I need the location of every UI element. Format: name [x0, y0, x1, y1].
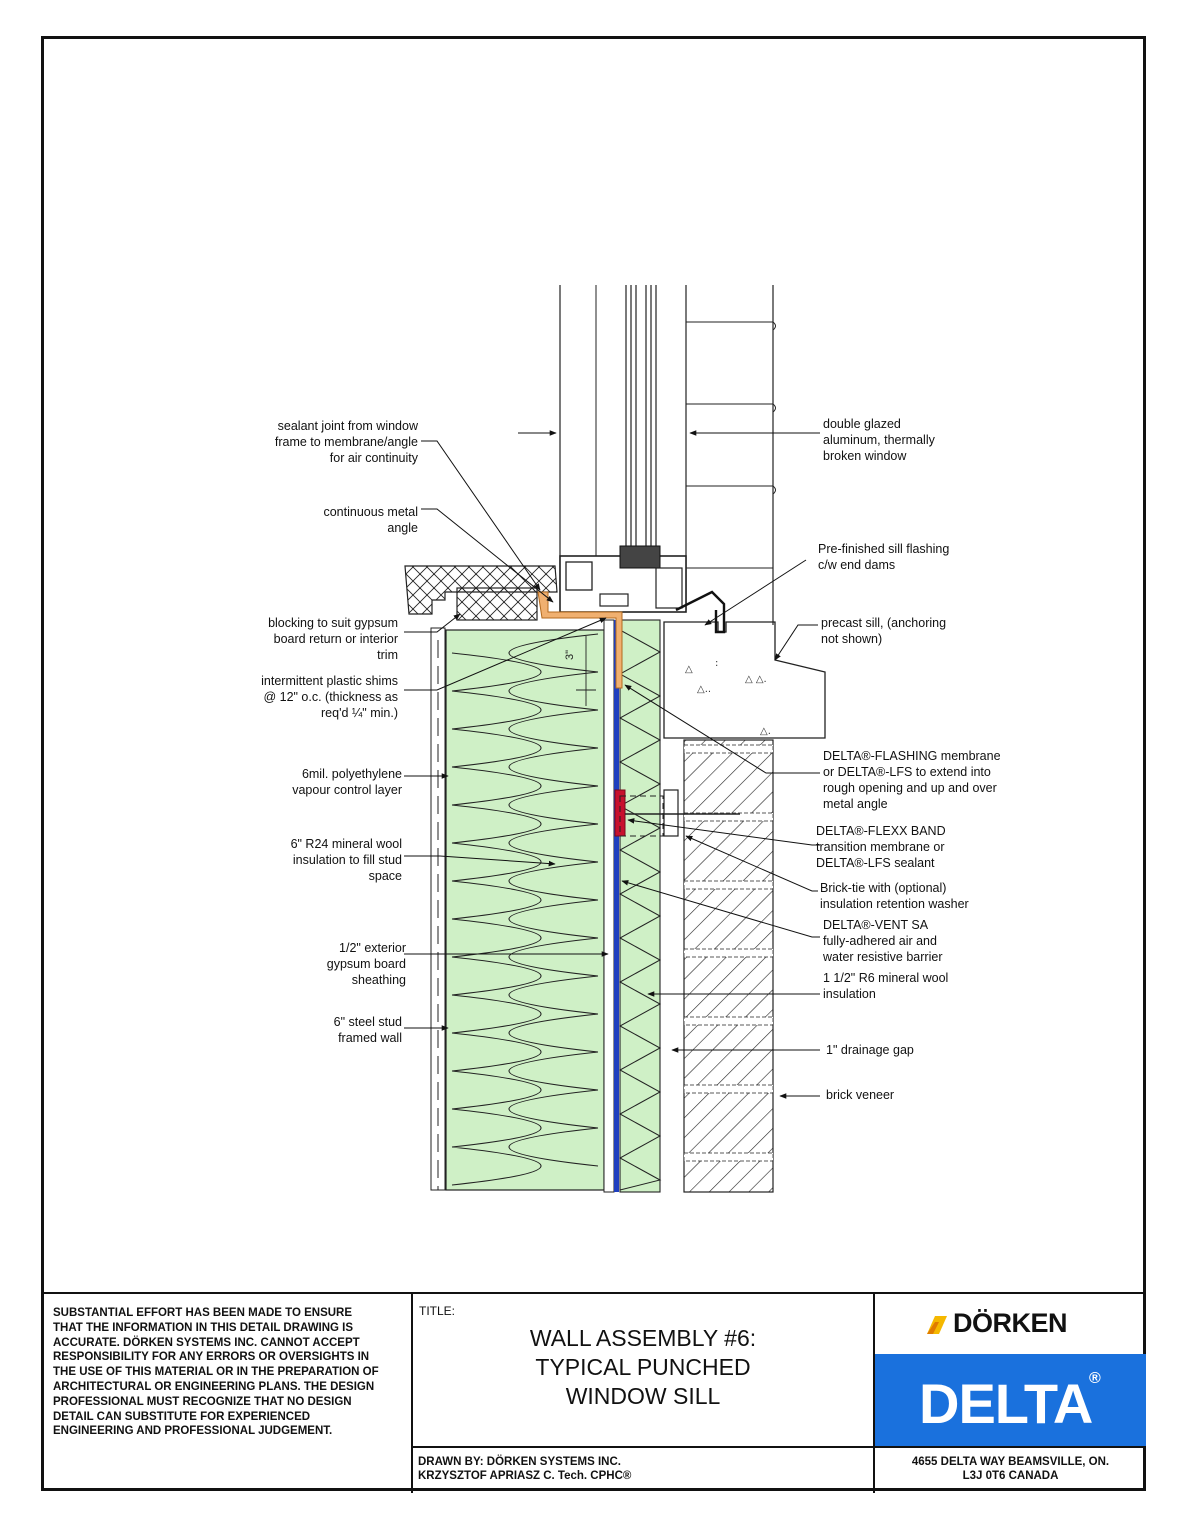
- svg-text:△.: △.: [760, 726, 771, 737]
- svg-text:△ △.: △ △.: [745, 674, 767, 685]
- brand-logo: DÖRKEN DELTA ®: [875, 1294, 1146, 1448]
- mortar-joint: [683, 1084, 774, 1094]
- flexx-band-and-brick-tie: [614, 789, 740, 837]
- mortar-joint: [683, 1152, 774, 1162]
- dimension-label: 3": [564, 650, 576, 660]
- mortar-joint: [683, 948, 774, 958]
- callout-gypsum-sheathing: 1/2" exterior gypsum board sheathing: [326, 941, 406, 987]
- title-caption: TITLE:: [419, 1304, 456, 1318]
- disclaimer-text: SUBSTANTIAL EFFORT HAS BEEN MADE TO ENSU…: [41, 1294, 413, 1493]
- sheathing-and-membrane: [603, 619, 619, 1193]
- exterior-mineral-wool: [618, 619, 662, 1193]
- sheet-border: [41, 36, 1146, 1491]
- precast-sill: △ △.. △ △. △. :: [663, 621, 826, 739]
- svg-text::: :: [715, 658, 718, 669]
- delta-logo-band: DELTA ®: [875, 1354, 1146, 1446]
- callout-delta-flashing: DELTA®-FLASHING membrane or DELTA®-LFS t…: [823, 749, 1001, 811]
- company-address: 4655 DELTA WAY BEAMSVILLE, ON. L3J 0T6 C…: [911, 1456, 1110, 1482]
- leader-lines: [404, 440, 820, 1099]
- registered-mark: ®: [1089, 1370, 1101, 1387]
- mortar-joint: [683, 744, 774, 754]
- callout-delta-vent: DELTA®-VENT SA fully-adhered air and wat…: [823, 918, 943, 964]
- delta-wordmark: DELTA: [919, 1372, 1093, 1435]
- svg-text:△..: △..: [697, 684, 711, 695]
- interior-stool: [404, 565, 558, 621]
- callout-mineral-wool-stud: 6" R24 mineral wool insulation to fill s…: [290, 837, 402, 883]
- window-frame: [559, 285, 687, 613]
- callout-metal-angle: continuous metal angle: [323, 505, 418, 535]
- svg-text:△: △: [685, 664, 693, 675]
- callout-precast-sill: precast sill, (anchoring not shown): [821, 616, 947, 646]
- callout-window: double glazed aluminum, thermally broken…: [823, 417, 935, 463]
- title-cell: TITLE: WALL ASSEMBLY #6: TYPICAL PUNCHED…: [413, 1294, 875, 1448]
- callout-mineral-wool-ext: 1 1/2" R6 mineral wool insulation: [823, 971, 949, 1001]
- callout-delta-flexx: DELTA®-FLEXX BAND transition membrane or…: [816, 824, 946, 870]
- callout-sealant-joint: sealant joint from window frame to membr…: [274, 419, 418, 465]
- drawn-by: DRAWN BY: DÖRKEN SYSTEMS INC. KRZYSZTOF …: [413, 1448, 875, 1493]
- dorken-logo: DÖRKEN: [875, 1294, 1146, 1354]
- sill-flashing: [675, 590, 726, 634]
- interior-drywall: [430, 627, 446, 1191]
- callout-brick-veneer: brick veneer: [826, 1088, 895, 1102]
- callout-plastic-shims: intermittent plastic shims @ 12" o.c. (t…: [261, 674, 398, 720]
- mortar-joint: [683, 1016, 774, 1026]
- callout-drainage-gap: 1" drainage gap: [826, 1043, 914, 1057]
- dimension-3in: 3": [564, 636, 596, 706]
- upper-wall: [686, 285, 776, 625]
- callout-brick-tie: Brick-tie with (optional) insulation ret…: [820, 881, 969, 911]
- callout-poly-vapour: 6mil. polyethylene vapour control layer: [292, 767, 402, 797]
- mortar-joint: [683, 812, 774, 822]
- dorken-mark-icon: [927, 1316, 947, 1334]
- mortar-joint: [683, 880, 774, 890]
- brick-veneer: [683, 739, 774, 1193]
- stud-cavity-insulation: [445, 629, 605, 1191]
- callout-sill-flashing: Pre-finished sill flashing c/w end dams: [818, 542, 950, 572]
- dorken-wordmark: DÖRKEN: [953, 1308, 1068, 1338]
- title-block: SUBSTANTIAL EFFORT HAS BEEN MADE TO ENSU…: [41, 1292, 1146, 1493]
- callout-steel-stud: 6" steel stud framed wall: [333, 1015, 402, 1045]
- callout-blocking: blocking to suit gypsum board return or …: [268, 616, 398, 662]
- drawing-title: WALL ASSEMBLY #6: TYPICAL PUNCHED WINDOW…: [529, 1325, 757, 1409]
